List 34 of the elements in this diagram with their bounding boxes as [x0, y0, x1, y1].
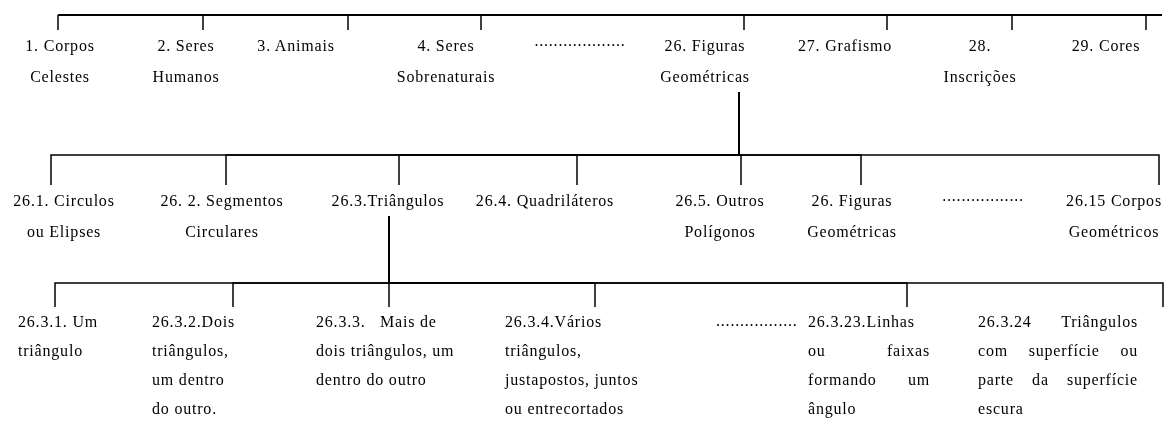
connector-line [388, 215, 1164, 308]
node-label: 4. Seres Sobrenaturais [395, 36, 497, 87]
node-label: 26.3.3. Mais de dois triângulos, um dentro do outro [316, 312, 456, 390]
node-label: 26.1. Circulos ou Elipses [12, 191, 116, 243]
connector-line [743, 14, 745, 31]
ellipsis-text: ................. [716, 311, 798, 331]
connector-line [886, 14, 888, 31]
connector-line [738, 91, 1160, 186]
node-label: 26.3.23.Linhas ou faixas formando um ângulo [808, 312, 930, 420]
connector-line [347, 14, 349, 31]
node-label: 29. Cores [1070, 36, 1142, 56]
node-label: 26.3.4.Vários triângulos, justapostos, juntos ou entrecortados [505, 312, 640, 419]
node-label: 1. Corpos Celestes [24, 36, 96, 87]
connector-line [1011, 14, 1013, 31]
ellipsis-text: ................. [942, 186, 1024, 206]
node-label: 26.15 Corpos Geométricos [1065, 191, 1163, 242]
node-label: 2. Seres Humanos [151, 36, 221, 87]
node-label: 26.4. Quadriláteros [474, 191, 616, 211]
node-label: 26. Figuras Geométricas [659, 36, 751, 87]
node-label: 27. Grafismo [797, 36, 893, 56]
connector-line [57, 14, 59, 31]
connector-line [1145, 14, 1147, 31]
node-label: 28. Inscrições [942, 36, 1018, 88]
connector-line [480, 14, 482, 31]
node-label: 26.3.1. Um triângulo [18, 312, 99, 362]
node-label: 26.3.Triângulos [330, 191, 446, 212]
node-label: 26. Figuras Geométricas [806, 191, 898, 242]
node-label: 26.5. Outros Polígonos [674, 191, 766, 243]
node-label: 26. 2. Segmentos Circulares [159, 191, 285, 242]
node-label: 26.3.2.Dois triângulos, um dentro do outro. [152, 312, 237, 419]
connector-line [202, 14, 204, 31]
ellipsis-text: ................... [534, 31, 626, 51]
node-label: 26.3.24 Triângulos com superfície ou parte da superfície escura [978, 312, 1139, 419]
node-label: 3. Animais [256, 36, 336, 56]
